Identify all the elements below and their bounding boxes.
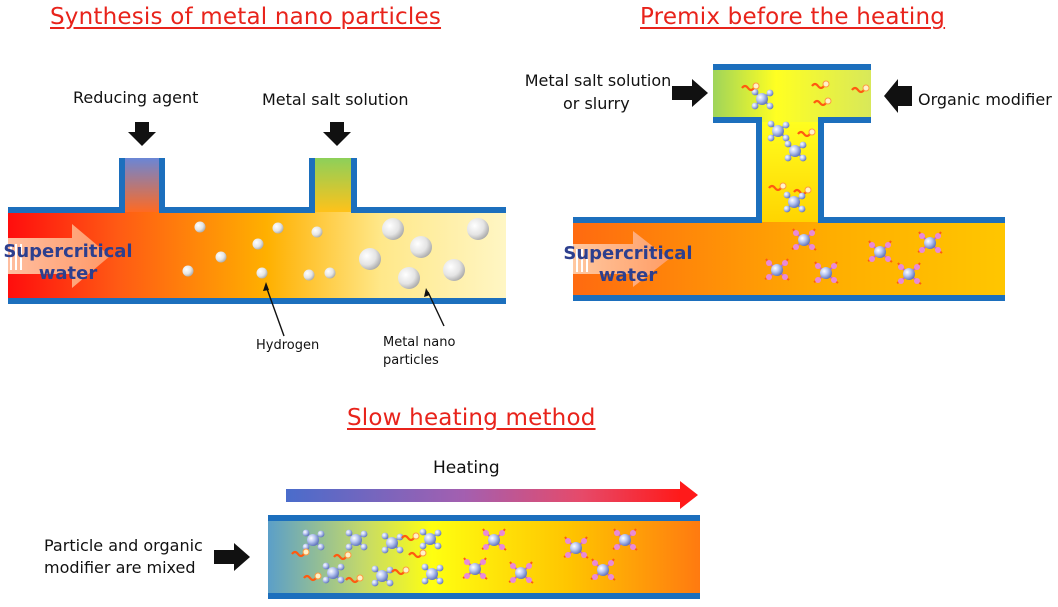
metal-nano-particles <box>359 218 489 289</box>
metal-salt-arrow-icon <box>323 122 351 146</box>
metal-salt-label: Metal salt solution <box>262 90 409 109</box>
supercritical-water-label-2a: Supercritical <box>563 243 692 264</box>
synthesis-pipe <box>8 158 506 304</box>
title-premix: Premix before the heating <box>640 4 946 30</box>
metal-nano-label-line2: particles <box>383 353 439 368</box>
metal-salt-right-arrow-icon <box>672 79 708 107</box>
organic-modifier-left-arrow-icon <box>884 79 912 113</box>
mixed-label-line1: Particle and organic <box>44 536 203 555</box>
title-slow-heating: Slow heating method <box>347 405 596 431</box>
premix-metal-salt-line1: Metal salt solution <box>524 71 672 90</box>
hydrogen-bubbles <box>182 221 336 281</box>
metal-nano-label-line1: Metal nano <box>383 335 456 350</box>
supercritical-water-label-1b: water <box>39 263 98 284</box>
mixed-label: Particle and organic modifier are mixed <box>44 535 203 579</box>
title-synthesis: Synthesis of metal nano particles <box>50 4 442 30</box>
reducing-agent-arrow-icon <box>128 122 156 146</box>
reducing-agent-label: Reducing agent <box>73 88 199 107</box>
supercritical-water-label-1a: Supercritical <box>3 241 132 262</box>
premix-pipe <box>573 64 1005 301</box>
heating-label: Heating <box>433 458 500 478</box>
organic-modifier-label: Organic modifier <box>918 90 1052 109</box>
hydrogen-label: Hydrogen <box>256 338 320 353</box>
heating-arrow <box>286 481 698 509</box>
mixed-label-line2: modifier are mixed <box>44 558 196 577</box>
metal-nano-label: Metal nano particles <box>383 334 455 370</box>
mixed-input-arrow-icon <box>214 543 250 571</box>
premix-metal-salt-line2: or slurry <box>563 94 630 113</box>
supercritical-water-label-2b: water <box>599 265 658 286</box>
premix-metal-salt-label: Metal salt solution or slurry <box>521 69 675 115</box>
pointer-lines-1 <box>263 282 445 337</box>
